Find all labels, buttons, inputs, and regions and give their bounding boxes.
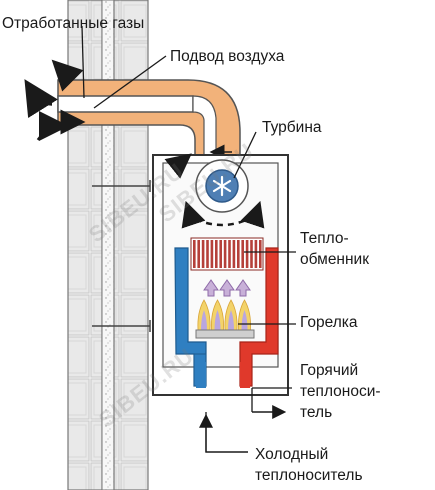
flue-pipe bbox=[24, 59, 241, 161]
heat-exchanger-fin bbox=[232, 240, 236, 268]
burner-flame bbox=[224, 299, 238, 331]
label-cold-line1: Холодный bbox=[255, 446, 329, 463]
label-hot-line3: тель bbox=[300, 404, 333, 421]
label-cold-coolant: Холодный теплоноситель bbox=[255, 444, 363, 486]
label-hot-coolant: Горячий теплоноси- тель bbox=[300, 360, 381, 423]
label-burner: Горелка bbox=[300, 314, 358, 331]
heat-exchanger-fin bbox=[197, 240, 200, 268]
label-heat-exchanger-line2: обменник bbox=[300, 251, 369, 268]
heat-exchanger bbox=[190, 237, 264, 271]
heat-exchanger-fin bbox=[228, 240, 231, 268]
turbine-fan bbox=[164, 153, 265, 229]
heat-exchanger-fin bbox=[254, 240, 258, 268]
label-cold-line2: теплоноситель bbox=[255, 467, 363, 484]
heat-exchanger-fin bbox=[245, 240, 249, 268]
heat-exchanger-fin bbox=[241, 240, 244, 268]
coolant-arrows bbox=[199, 405, 287, 453]
heat-exchanger-fin bbox=[201, 240, 205, 268]
label-exhaust: Отработанные газы bbox=[2, 15, 145, 32]
heat-exchanger-fin bbox=[210, 240, 214, 268]
heat-exchanger-fin bbox=[193, 240, 196, 268]
heat-exchanger-fin bbox=[250, 240, 253, 268]
heat-exchanger-fin bbox=[219, 240, 222, 268]
burner-flame bbox=[197, 299, 211, 331]
water-circuit bbox=[174, 247, 279, 388]
heat-exchanger-fin bbox=[259, 240, 262, 268]
label-heat-exchanger: Тепло- обменник bbox=[300, 228, 369, 270]
label-air-intake: Подвод воздуха bbox=[170, 48, 285, 65]
label-turbine: Турбина bbox=[262, 119, 322, 136]
label-hot-line2: теплоноси- bbox=[300, 383, 381, 400]
burner-flame bbox=[210, 299, 225, 331]
heat-exchanger-fin bbox=[206, 240, 209, 268]
heat-exchanger-fin bbox=[215, 240, 218, 268]
burner-flames bbox=[195, 299, 255, 339]
label-heat-exchanger-line1: Тепло- bbox=[300, 230, 349, 247]
heat-flow-arrows bbox=[203, 279, 251, 297]
heat-exchanger-fin bbox=[237, 240, 240, 268]
label-hot-line1: Горячий bbox=[300, 362, 359, 379]
heat-exchanger-fin bbox=[223, 240, 227, 268]
